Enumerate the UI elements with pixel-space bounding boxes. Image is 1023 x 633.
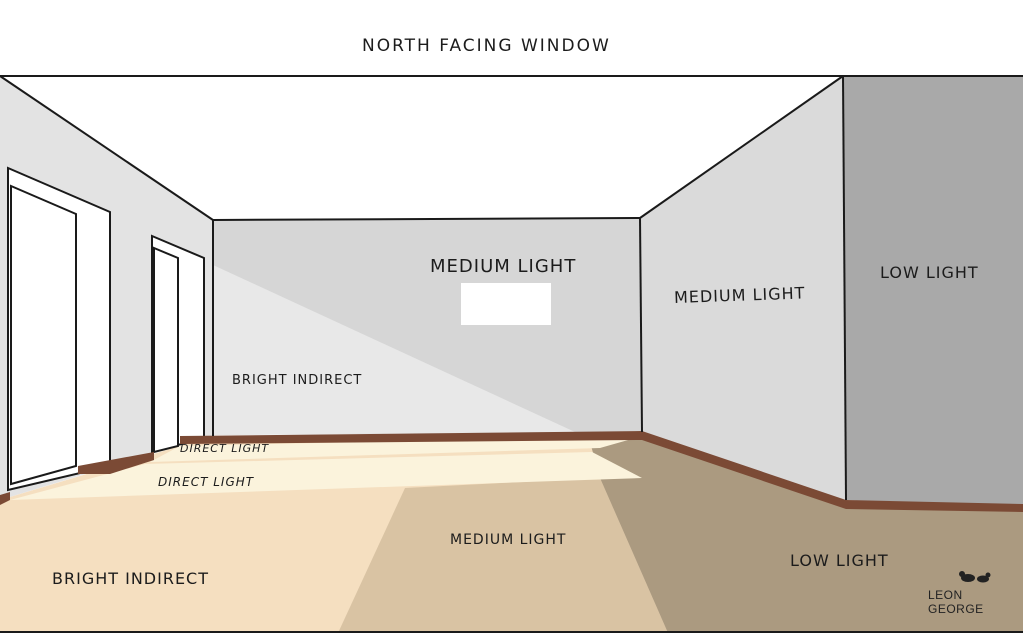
brand-logo: LEON GEORGE — [924, 566, 1022, 616]
skirting-left-mid — [78, 452, 154, 474]
skirting-back — [180, 431, 642, 444]
label-floor-bright: BRIGHT INDIRECT — [52, 569, 209, 588]
label-floor-direct-1: DIRECT LIGHT — [180, 442, 270, 455]
label-floor-medium: MEDIUM LIGHT — [450, 532, 567, 548]
door-left — [10, 184, 77, 486]
room-outlines — [0, 75, 1023, 633]
brand-logo-text: LEON GEORGE — [928, 588, 984, 616]
back-wall-bright-wedge — [213, 265, 575, 435]
diagram-title: NORTH FACING WINDOW — [362, 36, 611, 56]
skirting-right — [642, 431, 846, 509]
ceiling — [0, 76, 843, 220]
label-far-right-low: LOW LIGHT — [880, 263, 979, 282]
far-right-wall — [843, 76, 1023, 508]
floor-medium-zone — [338, 478, 668, 633]
floor-low-zone — [590, 434, 1023, 633]
cat-logo-icon — [959, 571, 991, 583]
door-right — [153, 246, 179, 454]
direct-light-strip-lower — [10, 452, 642, 500]
label-floor-low: LOW LIGHT — [790, 551, 889, 570]
skirting-far-right — [846, 500, 1023, 512]
label-back-wall-medium: MEDIUM LIGHT — [430, 256, 577, 277]
label-floor-direct-2: DIRECT LIGHT — [158, 475, 255, 489]
window-rect — [461, 283, 551, 325]
skirting-left — [0, 492, 10, 505]
label-back-wall-bright: BRIGHT INDIRECT — [232, 373, 363, 388]
direct-light-strip-upper — [150, 436, 642, 462]
